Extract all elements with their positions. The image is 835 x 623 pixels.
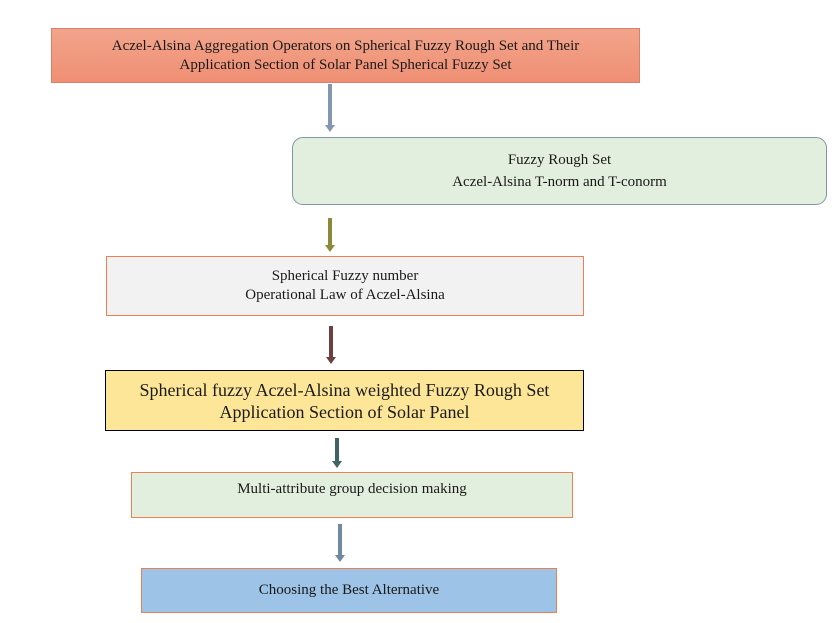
fuzzy-rough-set-line-2: Aczel-Alsina T-norm and T-conorm [452,174,667,190]
flow-arrow [335,524,345,562]
flow-arrow [326,326,336,364]
best-alternative-label: Choosing the Best Alternative [258,582,440,598]
best-alternative-box: Choosing the Best Alternative [141,568,557,613]
title-box: Aczel-Alsina Aggregation Operators on Sp… [51,28,640,83]
weighted-line-2: Application Section of Solar Panel [219,401,470,422]
weighted-line-1: Spherical fuzzy Aczel-Alsina weighted Fu… [139,379,550,400]
weighted-fuzzy-rough-set-box: Spherical fuzzy Aczel-Alsina weighted Fu… [105,370,584,431]
flow-arrow [325,218,335,252]
spherical-number-line-2: Operational Law of Aczel-Alsina [245,287,445,303]
fuzzy-rough-set-line-1: Fuzzy Rough Set [507,152,612,168]
title-line-1: Aczel-Alsina Aggregation Operators on Sp… [111,37,580,54]
title-line-2: Application Section of Solar Panel Spher… [179,56,512,73]
spherical-number-line-1: Spherical Fuzzy number [271,268,419,284]
flow-arrow [325,84,335,132]
fuzzy-rough-set-box: Fuzzy Rough Set Aczel-Alsina T-norm and … [292,137,827,205]
madm-box: Multi-attribute group decision making [131,472,573,518]
spherical-fuzzy-number-box: Spherical Fuzzy number Operational Law o… [106,256,584,316]
flow-arrow [332,438,342,468]
madm-label: Multi-attribute group decision making [237,481,467,497]
